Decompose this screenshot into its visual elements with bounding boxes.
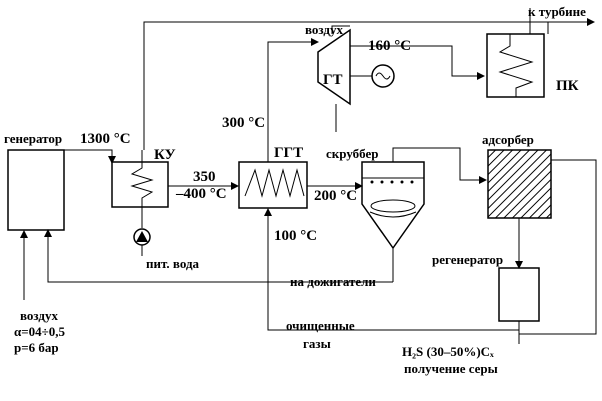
gt-air-line	[331, 25, 350, 34]
gt-to-pk-line	[350, 45, 485, 80]
regenerator-box	[498, 267, 540, 322]
pk-label: ПК	[556, 78, 579, 94]
clean-gases-label-1: очищенные	[286, 318, 355, 333]
scrubber-swirl-2	[369, 211, 417, 218]
air-bottom-label: воздух	[20, 308, 58, 323]
pump-triangle-icon	[136, 231, 148, 242]
ku-label: КУ	[154, 147, 176, 163]
gt-label: ГТ	[323, 72, 343, 88]
adsorber-return-line	[519, 159, 597, 335]
ku-temp-bottom: –400 °C	[175, 186, 227, 202]
ggt-label: ГГТ	[274, 145, 303, 161]
to-turbine-label: к турбине	[528, 4, 586, 19]
feed-water-label: пит. вода	[146, 256, 200, 271]
pk-box	[486, 33, 545, 98]
adsorber-box	[487, 149, 552, 219]
clean-gases-label-2: газы	[303, 336, 331, 351]
pk-coil	[498, 34, 534, 97]
ku-coil	[130, 150, 154, 228]
alpha-label: α=04÷0,5	[14, 324, 66, 339]
generator-temperature: 1300 °C	[80, 131, 131, 147]
scrubber-spray-dots	[370, 180, 414, 184]
afterburners-label: на дожигатели	[290, 274, 376, 289]
generator-box	[7, 149, 65, 231]
h2s-label: H₂S (30–50%)Cₓ	[402, 344, 494, 359]
ku-temp-top: 350	[193, 169, 216, 185]
scrubber-to-adsorber-line	[392, 147, 487, 184]
scrubber-vessel	[361, 161, 425, 250]
generator-label: генератор	[4, 131, 62, 146]
ggt-coil	[244, 168, 305, 198]
adsorber-label: адсорбер	[482, 132, 534, 147]
ggt-temp-out: 200 °C	[314, 188, 357, 204]
generator-to-ku-line	[64, 149, 116, 164]
ggt-to-gt-line	[267, 38, 319, 162]
vozduh-top-label: воздух	[305, 22, 343, 37]
clean-gases-line	[267, 262, 519, 331]
pressure-label: p=6 бар	[14, 340, 59, 355]
gt-shape	[317, 28, 351, 106]
ku-steam-line	[143, 21, 548, 150]
to-afterburners-line	[44, 229, 393, 283]
scrubber-label: скруббер	[326, 146, 378, 161]
ggt-temp-in: 300 °C	[222, 115, 265, 131]
ggt-temp-bottom: 100 °C	[274, 228, 317, 244]
sine-wave-icon	[375, 72, 391, 80]
regenerator-label: регенератор	[432, 252, 503, 267]
scrubber-swirl-icon	[370, 199, 416, 213]
sulfur-label: получение серы	[404, 361, 498, 376]
